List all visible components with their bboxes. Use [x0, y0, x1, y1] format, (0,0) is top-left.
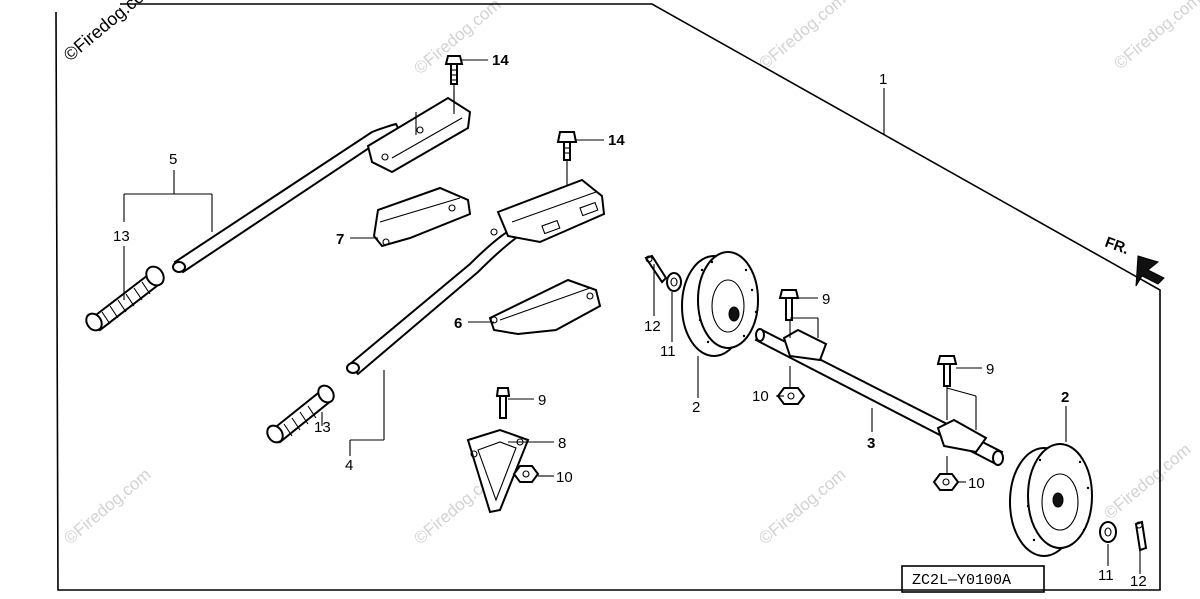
diagram-code-box: ZC2L—Y0100A — [901, 565, 1045, 593]
callout-12-upper: 12 — [644, 318, 661, 335]
cotter-pin-12-lower — [1134, 520, 1148, 552]
callout-10-bracket: 10 — [556, 469, 573, 486]
leader-lines — [123, 59, 1141, 574]
diagram-code: ZC2L—Y0100A — [912, 572, 1011, 589]
watermark: ©Firedog.com — [755, 465, 849, 548]
bolt-9-axle-upper — [778, 289, 800, 321]
callout-4: 4 — [345, 457, 353, 474]
front-marker-label: FR. — [1103, 234, 1132, 258]
callout-10-axle-upper: 10 — [752, 388, 769, 405]
wheel-2-upper — [681, 251, 759, 357]
grip-13-lower — [266, 384, 335, 444]
handle-5 — [172, 90, 472, 274]
bolt-14-middle — [556, 131, 578, 161]
diagram-frame — [55, 3, 1161, 591]
nut-10-bracket — [512, 465, 540, 483]
axle-3 — [754, 328, 1004, 466]
washer-11-upper — [666, 272, 682, 292]
bolt-9-bracket — [495, 387, 511, 419]
front-direction-marker: FR. — [1103, 234, 1165, 287]
front-arrow-icon — [1135, 255, 1165, 287]
wheel-2-lower — [1009, 443, 1093, 557]
callout-1: 1 — [879, 71, 887, 88]
callout-7: 7 — [336, 231, 344, 248]
callout-9-axle-lower: 9 — [986, 361, 994, 378]
handle-4 — [346, 178, 606, 376]
callout-10-axle-lower: 10 — [968, 475, 985, 492]
callout-14-upper: 14 — [492, 52, 509, 69]
callout-2-upper: 2 — [692, 399, 700, 416]
bolt-9-axle-lower — [936, 355, 958, 387]
bracket-6 — [488, 278, 602, 336]
watermark: ©Firedog.com — [1110, 0, 1200, 73]
bolt-14-upper — [444, 55, 464, 85]
cotter-pin-12-upper — [644, 254, 668, 284]
callout-9-axle-upper: 9 — [822, 291, 830, 308]
callout-11-lower: 11 — [1098, 567, 1114, 584]
callout-5: 5 — [169, 151, 177, 168]
callouts: 1 5 13 14 14 7 6 13 4 9 8 10 12 11 2 9 1… — [113, 52, 1147, 590]
bracket-7 — [372, 186, 472, 248]
callout-14-middle: 14 — [608, 132, 625, 149]
callout-3: 3 — [867, 435, 875, 452]
corner-watermark: ©Firedog.com — [60, 0, 160, 65]
callout-11-upper: 11 — [660, 343, 676, 360]
callout-13-lower: 13 — [314, 419, 331, 436]
callout-9-bracket: 9 — [538, 392, 546, 409]
callout-12-lower: 12 — [1130, 573, 1147, 590]
callout-6: 6 — [454, 315, 462, 332]
grip-13-upper — [85, 265, 165, 332]
watermark: ©Firedog.com — [60, 465, 154, 548]
callout-8: 8 — [558, 435, 566, 452]
watermark: ©Firedog.com — [755, 0, 849, 73]
watermark: ©Firedog.com — [1100, 440, 1194, 523]
callout-2-lower: 2 — [1061, 389, 1069, 406]
nut-10-axle-lower — [932, 473, 960, 491]
washer-11-lower — [1099, 521, 1117, 543]
callout-13-upper: 13 — [113, 228, 130, 245]
